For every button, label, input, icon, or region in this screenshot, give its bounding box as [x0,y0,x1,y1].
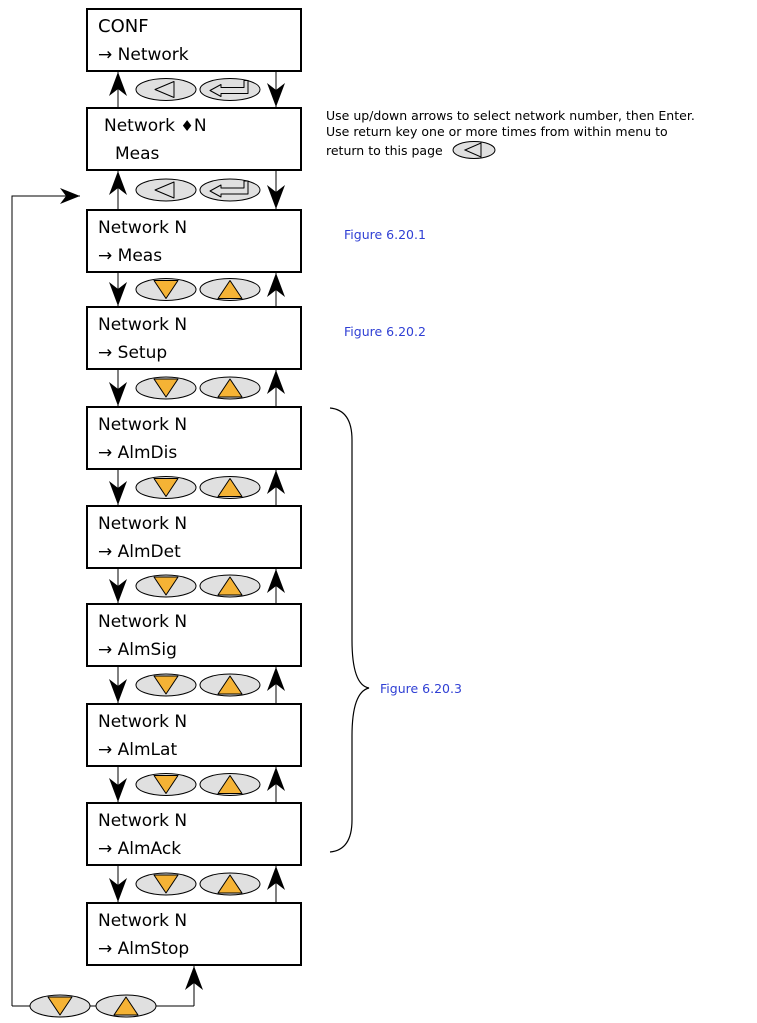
down-key-icon[interactable] [135,872,197,896]
back-key-icon[interactable] [135,178,197,202]
figure-brace [329,407,370,853]
menu-box-network-select: Network ♦N Meas [86,107,302,171]
box-line-1-text: Network [104,116,181,136]
up-key-icon[interactable] [199,872,261,896]
box-line-2: → Meas [98,246,163,266]
menu-box-almdis: Network N → AlmDis [86,406,302,470]
instruction-note: Use up/down arrows to select network num… [326,108,695,159]
key-icons [29,78,261,1018]
box-line-1: Network N [98,218,188,238]
box-line-1: CONF [98,16,149,37]
up-key-icon[interactable] [199,476,261,499]
enter-key-icon[interactable] [199,178,261,202]
box-line-2: → AlmAck [98,839,182,859]
figure-label-1[interactable]: Figure 6.20.1 [344,227,426,242]
note-line-3-text: return to this page [326,143,443,158]
box-line-1: Network N [98,712,188,732]
down-key-icon[interactable] [135,574,197,598]
down-key-icon[interactable] [135,773,197,796]
arrowhead-up [267,370,285,394]
enter-key-icon[interactable] [199,78,261,101]
box-line-1: Network N [98,811,188,831]
box-line-2: → Network [98,45,189,65]
down-key-icon[interactable] [135,278,197,301]
arrowhead-up [267,470,285,494]
down-key-icon[interactable] [135,476,197,499]
box-line-2: → AlmStop [98,939,190,959]
box-line-2: → Setup [98,343,168,363]
box-line-1: Network N [98,514,188,534]
menu-box-almdet: Network N → AlmDet [86,505,302,569]
box-line-2: → AlmDis [98,443,178,463]
arrowhead-down [109,481,127,505]
arrowhead-down [109,878,127,902]
box-line-1: Network N [98,612,188,632]
up-key-icon[interactable] [199,673,261,697]
arrowhead-up [109,171,127,195]
arrowhead-down [109,579,127,603]
box-line-2: → AlmDet [98,542,181,562]
menu-box-almstop: Network N → AlmStop [86,902,302,966]
box-line-1: Network N [98,315,188,335]
up-key-icon[interactable] [199,278,261,301]
arrowhead-down [267,185,285,209]
arrowhead-up [267,866,285,890]
arrowhead-down [109,282,127,306]
figure-label-2[interactable]: Figure 6.20.2 [344,324,426,339]
menu-box-conf: CONF → Network [86,8,302,72]
box-line-2: → AlmSig [98,640,177,660]
updown-icon: ♦ [180,117,194,135]
arrowhead-up [267,767,285,791]
menu-box-almsig: Network N → AlmSig [86,603,302,667]
arrowhead-down [267,83,285,107]
up-key-icon[interactable] [199,773,261,796]
arrowhead-up [267,667,285,691]
menu-box-almack: Network N → AlmAck [86,802,302,866]
box-line-1: Network N [98,911,188,931]
down-key-icon[interactable] [135,673,197,697]
figure-label-3[interactable]: Figure 6.20.3 [380,681,462,696]
menu-box-almlat: Network N → AlmLat [86,703,302,767]
loop-back-line [11,195,80,1006]
up-key-icon[interactable] [199,376,261,400]
note-line-3: return to this page [326,140,695,159]
arrowhead-up [267,273,285,297]
menu-box-meas: Network N → Meas [86,209,302,273]
note-line-2: Use return key one or more times from wi… [326,124,668,139]
arrowhead-down [109,778,127,802]
down-key-icon[interactable] [29,994,91,1018]
loop-back-arrowhead [60,188,80,204]
arrowhead-up [109,72,127,96]
box-line-1: Network N [98,415,188,435]
up-key-icon[interactable] [199,574,261,598]
back-key-icon[interactable] [135,78,197,101]
box-line-2: Meas [115,144,160,164]
down-key-icon[interactable] [135,376,197,400]
box-line-2: → AlmLat [98,740,178,760]
back-key-icon [452,141,496,159]
arrowhead-down [109,679,127,703]
up-key-icon[interactable] [95,994,157,1018]
box-line-1-value: N [193,116,207,136]
menu-box-setup: Network N → Setup [86,306,302,370]
note-line-1: Use up/down arrows to select network num… [326,108,695,123]
connectors [12,72,285,1007]
arrowhead-down [109,382,127,406]
box-line-1: Network ♦N [104,116,207,136]
arrowhead-up [267,569,285,593]
